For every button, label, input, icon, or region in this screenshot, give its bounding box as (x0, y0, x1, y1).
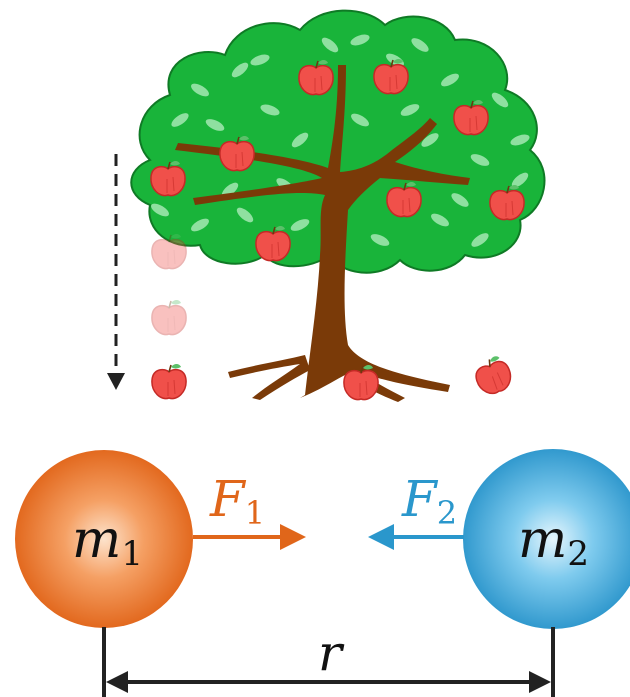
force-1-label: F1 (209, 470, 265, 532)
mass-1-label: m1 (72, 510, 143, 574)
tree-trunk (175, 65, 470, 402)
faded-apple-icon (151, 299, 187, 336)
apple-tree-icon (130, 9, 546, 402)
distance-marker: r (102, 624, 555, 697)
dashed-arrow-head (107, 373, 125, 390)
force-1-arrowhead (280, 524, 306, 550)
force-2-label: F2 (401, 470, 457, 532)
falling-apple-icon (151, 363, 187, 400)
distance-label: r (318, 624, 345, 682)
tree-roots (228, 355, 310, 400)
force-2-arrowhead (368, 524, 394, 550)
force-1: F1 (193, 470, 306, 550)
falling-apple-sequence (107, 154, 187, 400)
mass-1-sphere (15, 450, 193, 628)
ground-apple-icon (470, 352, 516, 399)
distance-right-arrowhead (529, 671, 551, 693)
mass-2-label: m2 (518, 510, 589, 574)
force-2: F2 (368, 470, 464, 550)
mass-2: m2 (463, 449, 630, 629)
distance-left-arrowhead (106, 671, 128, 693)
mass-2-sphere (463, 449, 630, 629)
mass-1: m1 (15, 450, 193, 628)
